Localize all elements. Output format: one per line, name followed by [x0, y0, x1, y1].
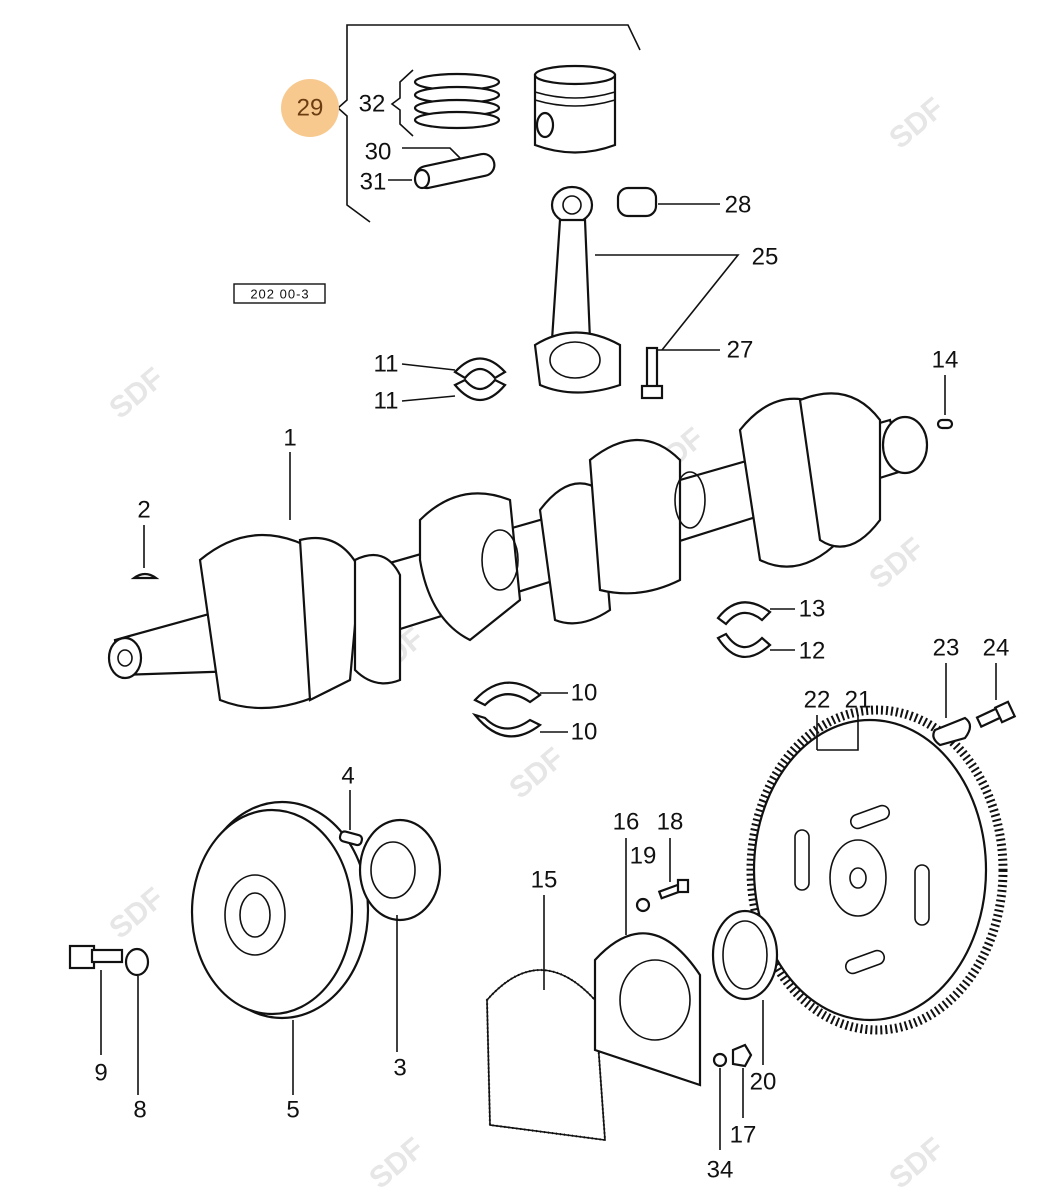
circlip: [413, 168, 431, 190]
lock-plate: [932, 716, 972, 747]
flywheel: [746, 705, 1008, 1035]
callout-27[interactable]: 27: [727, 337, 754, 364]
callout-14[interactable]: 14: [932, 347, 959, 374]
leader-line: [770, 608, 795, 651]
main-bearing-shells: [471, 681, 543, 738]
hex-bolt: [68, 944, 124, 970]
leader-line: [816, 715, 859, 751]
connecting-rod: [533, 185, 622, 394]
thrust-washer-lower: [716, 632, 772, 659]
callout-11-upper[interactable]: 11: [374, 351, 399, 378]
callout-13[interactable]: 13: [799, 596, 826, 623]
rings-bracket: [390, 69, 414, 137]
crankshaft-pulley: [190, 800, 370, 1020]
watermark: SDF: [883, 1132, 950, 1196]
watermark: SDF: [883, 92, 950, 156]
callout-2[interactable]: 2: [137, 497, 150, 524]
callout-4[interactable]: 4: [341, 763, 354, 790]
callout-5[interactable]: 5: [286, 1097, 299, 1124]
callout-20[interactable]: 20: [750, 1069, 777, 1096]
leader-line: [595, 254, 740, 351]
flywheel-bolt: [975, 700, 1017, 729]
woodruff-key: [130, 572, 160, 580]
callout-8[interactable]: 8: [133, 1097, 146, 1124]
callout-1[interactable]: 1: [283, 425, 296, 452]
watermark: SDF: [103, 362, 170, 426]
piston-rings: [413, 72, 501, 130]
callout-32[interactable]: 32: [359, 91, 386, 118]
callout-15[interactable]: 15: [531, 867, 558, 894]
piston: [533, 64, 617, 154]
dowel-pin: [936, 418, 954, 430]
callout-24[interactable]: 24: [983, 635, 1010, 662]
callout-21[interactable]: 21: [845, 687, 872, 714]
lock-washer: [635, 897, 651, 913]
callout-3[interactable]: 3: [393, 1055, 406, 1082]
piston-kit-bracket: [336, 24, 641, 223]
leader-line: [719, 1068, 744, 1150]
callout-29[interactable]: 29: [297, 95, 324, 122]
rod-bolt: [640, 346, 664, 400]
callout-18[interactable]: 18: [657, 809, 684, 836]
crankshaft: [107, 392, 929, 710]
callout-34[interactable]: 34: [707, 1157, 734, 1184]
watermark: SDF: [863, 532, 930, 596]
leader-line: [401, 363, 456, 402]
rod-bearing-shells: [453, 357, 507, 401]
hub: [358, 818, 442, 922]
washer: [124, 947, 150, 977]
reference-code-box: [233, 283, 326, 304]
callout-11-lower[interactable]: 11: [374, 388, 399, 415]
washer-small: [712, 1052, 728, 1068]
small-end-bushing: [616, 186, 658, 218]
watermark: SDF: [503, 742, 570, 806]
callout-31[interactable]: 31: [360, 169, 387, 196]
highlight-circle: [281, 79, 339, 137]
thrust-washer-upper: [716, 601, 772, 626]
screw: [657, 878, 690, 900]
callout-10-upper[interactable]: 10: [571, 680, 598, 707]
watermark: SDF: [103, 882, 170, 946]
callout-12[interactable]: 12: [799, 638, 826, 665]
leader-line: [540, 692, 568, 733]
seal-carrier: [593, 932, 702, 1087]
callout-22[interactable]: 22: [804, 687, 831, 714]
leader-line: [100, 970, 139, 1095]
gasket: [485, 968, 607, 1142]
callout-17[interactable]: 17: [730, 1122, 757, 1149]
callout-25[interactable]: 25: [752, 244, 779, 271]
callout-23[interactable]: 23: [933, 635, 960, 662]
callout-19[interactable]: 19: [630, 843, 657, 870]
callout-28[interactable]: 28: [725, 192, 752, 219]
watermark: SDF: [363, 1132, 430, 1196]
callout-9[interactable]: 9: [94, 1060, 107, 1087]
leader-line: [402, 147, 461, 159]
callout-10-lower[interactable]: 10: [571, 719, 598, 746]
callout-16[interactable]: 16: [613, 809, 640, 836]
nut: [731, 1043, 753, 1068]
reference-code: 202 00-3: [250, 287, 309, 302]
callout-30[interactable]: 30: [365, 139, 392, 166]
key: [338, 830, 364, 847]
